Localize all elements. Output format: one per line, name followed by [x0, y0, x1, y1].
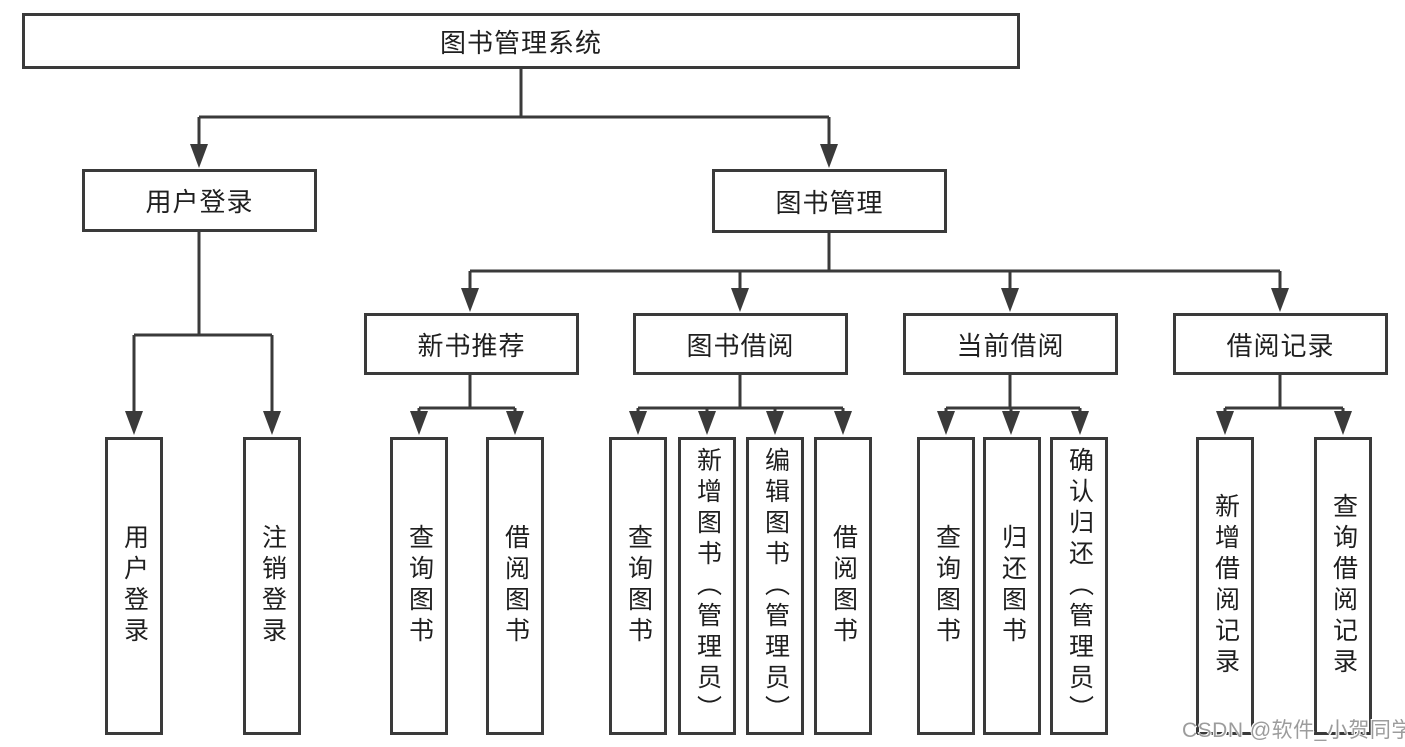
leaf-user-login-label: 用户登录 — [120, 524, 149, 648]
connector-newbook-to-leaves — [410, 375, 524, 435]
leaf-add-book-admin-label: 新增图书（管理员） — [693, 446, 722, 726]
node-book-management: 图书管理 — [712, 169, 947, 233]
connector-userlogin-to-leaves — [125, 232, 281, 435]
leaf-query-borrow-record: 查询借阅记录 — [1314, 437, 1372, 735]
leaf-query-borrow-record-label: 查询借阅记录 — [1329, 493, 1358, 679]
leaf-query-book-borrow-label: 查询图书 — [624, 524, 653, 648]
leaf-logout-label: 注销登录 — [258, 524, 287, 648]
connector-borrow-to-leaves — [629, 375, 852, 435]
leaf-edit-book-admin: 编辑图书（管理员） — [746, 437, 804, 735]
leaf-borrow-book-borrow: 借阅图书 — [814, 437, 872, 735]
leaf-return-book-label: 归还图书 — [998, 524, 1027, 648]
connector-current-to-leaves — [937, 375, 1089, 435]
node-borrowing-records: 借阅记录 — [1173, 313, 1388, 375]
connector-record-to-leaves — [1216, 375, 1352, 435]
leaf-add-borrow-record-label: 新增借阅记录 — [1211, 493, 1240, 679]
node-root-label: 图书管理系统 — [439, 27, 602, 58]
node-book-borrowing: 图书借阅 — [633, 313, 848, 375]
leaf-logout: 注销登录 — [243, 437, 301, 735]
leaf-edit-book-admin-label: 编辑图书（管理员） — [761, 446, 790, 726]
node-new-book-recommend: 新书推荐 — [364, 313, 579, 375]
connector-root-to-level2 — [190, 68, 838, 168]
leaf-borrow-book-newbook: 借阅图书 — [486, 437, 544, 735]
leaf-query-book-current: 查询图书 — [917, 437, 975, 735]
leaf-query-book-newbook-label: 查询图书 — [405, 524, 434, 648]
node-current-borrowing-label: 当前借阅 — [956, 330, 1065, 361]
leaf-confirm-return-admin: 确认归还（管理员） — [1050, 437, 1108, 735]
leaf-add-borrow-record: 新增借阅记录 — [1196, 437, 1254, 735]
node-book-management-label: 图书管理 — [775, 187, 884, 218]
leaf-query-book-borrow: 查询图书 — [609, 437, 667, 735]
node-root-library-system: 图书管理系统 — [22, 13, 1020, 69]
leaf-query-book-current-label: 查询图书 — [932, 524, 961, 648]
node-borrowing-records-label: 借阅记录 — [1226, 330, 1335, 361]
connector-bookmgmt-to-level3 — [461, 233, 1289, 312]
leaf-borrow-book-borrow-label: 借阅图书 — [829, 524, 858, 648]
node-current-borrowing: 当前借阅 — [903, 313, 1118, 375]
node-new-book-recommend-label: 新书推荐 — [417, 330, 526, 361]
leaf-return-book: 归还图书 — [983, 437, 1041, 735]
leaf-borrow-book-newbook-label: 借阅图书 — [501, 524, 530, 648]
leaf-add-book-admin: 新增图书（管理员） — [678, 437, 736, 735]
node-user-login: 用户登录 — [82, 169, 317, 232]
leaf-user-login: 用户登录 — [105, 437, 163, 735]
leaf-confirm-return-admin-label: 确认归还（管理员） — [1065, 446, 1094, 726]
leaf-query-book-newbook: 查询图书 — [390, 437, 448, 735]
csdn-watermark: CSDN @软件_小贺同学 — [1182, 719, 1405, 742]
node-user-login-label: 用户登录 — [145, 187, 254, 217]
node-book-borrowing-label: 图书借阅 — [686, 330, 795, 361]
